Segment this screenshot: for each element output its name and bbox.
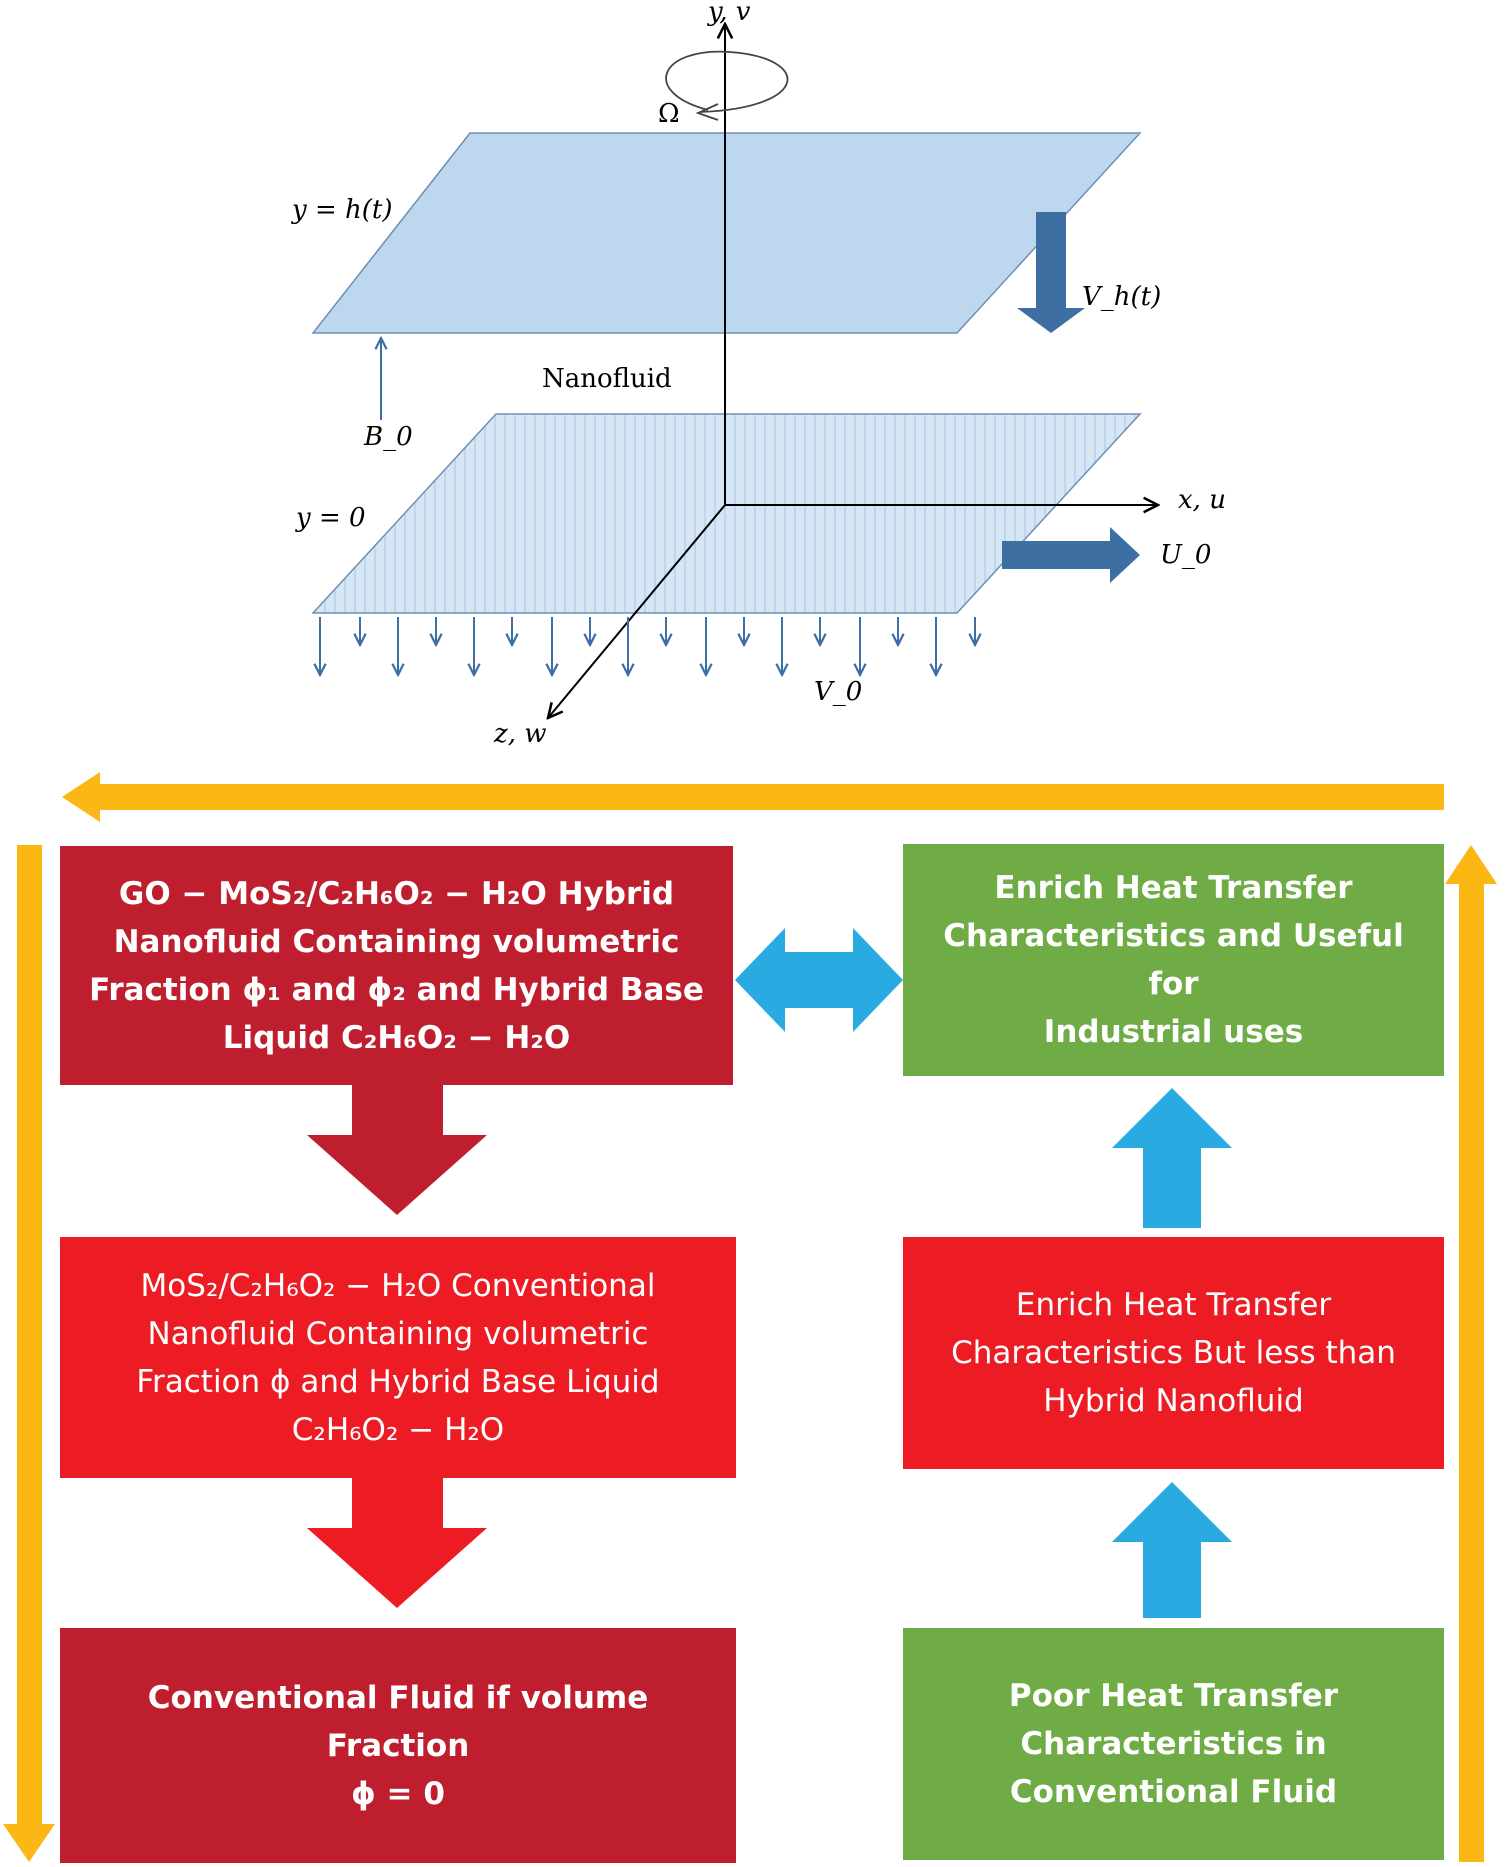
- conventional-fluid-box: Conventional Fluid if volume Fraction ϕ …: [60, 1628, 736, 1863]
- axis-x-label: x, u: [1178, 485, 1226, 515]
- yellow-left-arrow: [3, 845, 55, 1862]
- cyan-up-arrow-lower: [1112, 1482, 1232, 1618]
- red-down-arrow: [307, 1478, 487, 1608]
- fluid-label: Nanofluid: [542, 364, 672, 394]
- rotation-arrow: [665, 50, 789, 113]
- axis-y-label: y, v: [707, 0, 751, 27]
- bottom-plate-label: y = 0: [295, 503, 366, 533]
- yellow-top-arrow: [62, 772, 1444, 822]
- enrich-useful-text: Enrich Heat Transfer Characteristics and…: [943, 870, 1404, 1050]
- conventional-nanofluid-text: MoS₂/C₂H₆O₂ − H₂O Conventional Nanofluid…: [136, 1267, 660, 1448]
- top-plate-velocity-arrow: [1017, 212, 1085, 333]
- z-axis: [548, 504, 726, 718]
- poor-heat-transfer-text: Poor Heat Transfer Characteristics in Co…: [1008, 1678, 1339, 1810]
- cyan-up-arrow-upper: [1112, 1088, 1232, 1228]
- flowchart-connectors: [3, 772, 1497, 1862]
- stretch-velocity-label: U_0: [1160, 540, 1211, 570]
- yellow-right-arrow: [1445, 845, 1497, 1862]
- magnetic-field-label: B_0: [363, 422, 413, 452]
- bottom-plate: [311, 413, 1142, 614]
- schematic: y, v Ω y = h(t) V_h(t) Nanofluid B_0 y =…: [291, 0, 1226, 749]
- poor-heat-transfer-box: Poor Heat Transfer Characteristics in Co…: [903, 1628, 1444, 1860]
- top-plate-velocity-label: V_h(t): [1082, 282, 1161, 312]
- cyan-double-arrow: [735, 928, 903, 1032]
- axis-z-label: z, w: [493, 719, 546, 749]
- enrich-less-box: Enrich Heat Transfer Characteristics But…: [903, 1237, 1444, 1469]
- stretch-velocity-arrow: [1002, 527, 1140, 583]
- suction-arrows: [320, 617, 975, 675]
- rotation-label: Ω: [658, 99, 680, 129]
- rotation-arrow-head: [695, 103, 719, 121]
- hybrid-nanofluid-box: GO − MoS₂/C₂H₆O₂ − H₂O Hybrid Nanofluid …: [60, 846, 733, 1085]
- top-plate: [311, 132, 1142, 334]
- dark-red-down-arrow: [307, 1085, 487, 1215]
- conventional-fluid-text: Conventional Fluid if volume Fraction ϕ …: [147, 1679, 649, 1812]
- enrich-useful-box: Enrich Heat Transfer Characteristics and…: [903, 844, 1444, 1076]
- enrich-less-text: Enrich Heat Transfer Characteristics But…: [951, 1287, 1396, 1419]
- suction-velocity-label: V_0: [814, 677, 862, 707]
- conventional-nanofluid-box: MoS₂/C₂H₆O₂ − H₂O Conventional Nanofluid…: [60, 1237, 736, 1478]
- top-plate-label: y = h(t): [291, 195, 392, 225]
- hybrid-nanofluid-text: GO − MoS₂/C₂H₆O₂ − H₂O Hybrid Nanofluid …: [89, 875, 704, 1056]
